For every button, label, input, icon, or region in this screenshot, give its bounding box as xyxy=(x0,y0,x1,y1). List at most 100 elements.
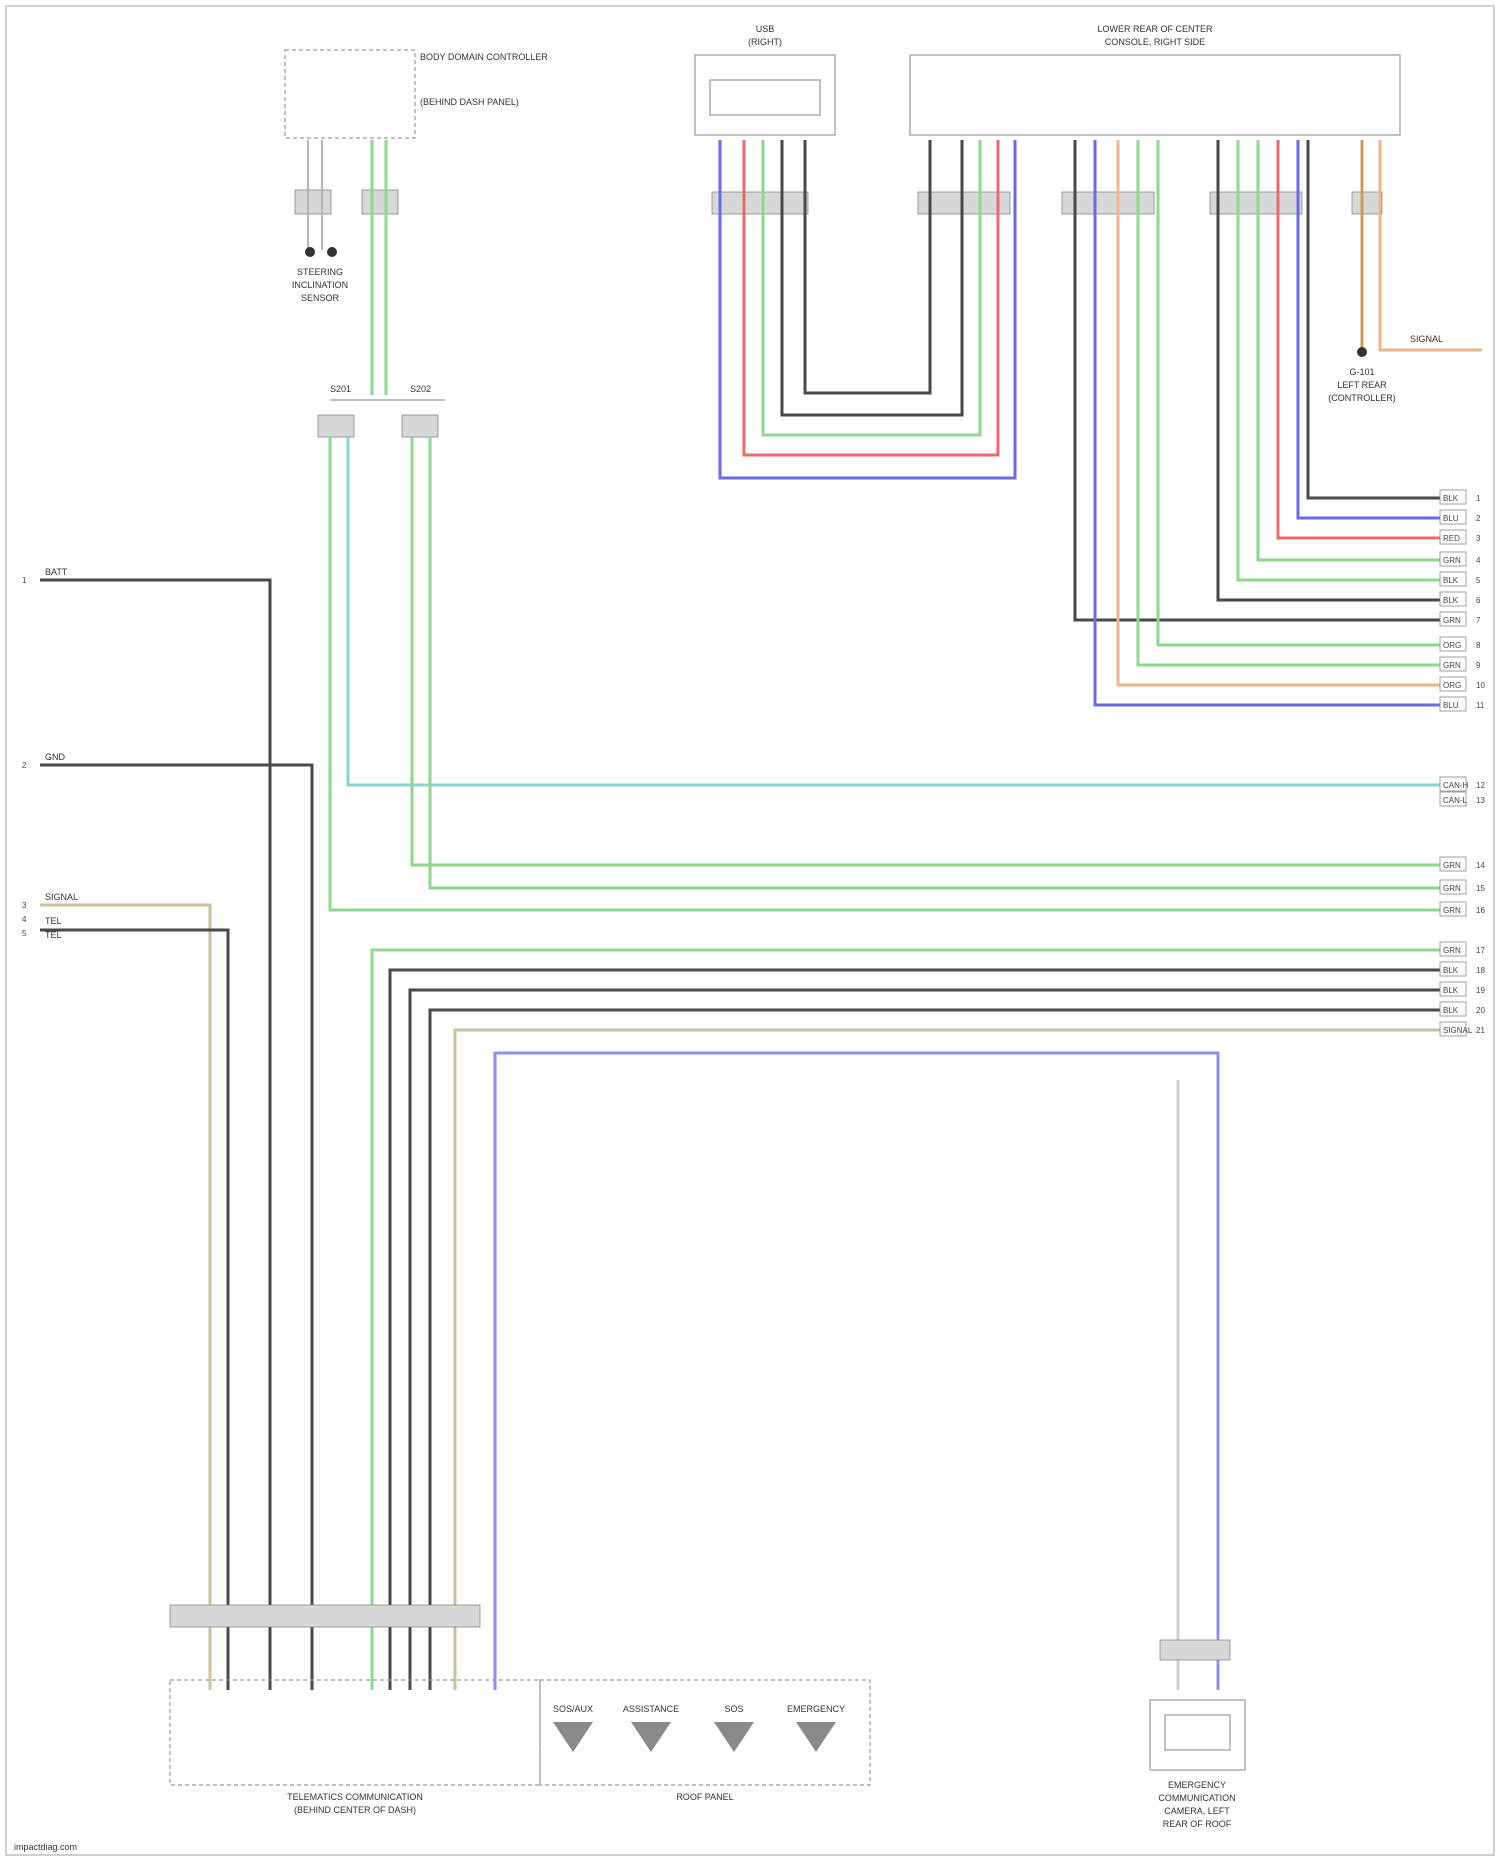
right-ref-label: CAN-H xyxy=(1443,781,1469,790)
right-ref-19: BLK 19 xyxy=(1440,982,1485,996)
right-ref-14: GRN 14 xyxy=(1440,857,1485,871)
usb-title: USB xyxy=(756,24,775,34)
right-ref-num: 7 xyxy=(1476,616,1481,625)
right-ref-num: 8 xyxy=(1476,641,1481,650)
roof-button-4[interactable]: EMERGENCY xyxy=(787,1704,845,1752)
steering-pin-dot-2 xyxy=(327,247,337,257)
radio-title: LOWER REAR OF CENTER xyxy=(1097,24,1213,34)
right-ref-num: 13 xyxy=(1476,796,1485,805)
right-ref-7: GRN 7 xyxy=(1440,612,1481,626)
ground-title: G-101 xyxy=(1349,367,1374,377)
right-ref-num: 15 xyxy=(1476,884,1485,893)
right-ref-5: BLK5 xyxy=(1440,572,1481,586)
ground-sub1: LEFT REAR xyxy=(1337,380,1387,390)
right-ref-13: CAN-L 13 xyxy=(1440,792,1485,806)
steering-sub2: SENSOR xyxy=(301,293,340,303)
roof-button-1[interactable]: SOS/AUX xyxy=(553,1704,593,1752)
right-ref-9: GRN 9 xyxy=(1440,657,1481,671)
left-ref-5-label: TEL xyxy=(45,930,62,940)
right-ref-21: SIGNAL21 xyxy=(1440,1022,1485,1036)
right-ref-label: BLK xyxy=(1443,966,1459,975)
right-ref-label: GRN xyxy=(1443,616,1461,625)
right-ref-label: CAN-L xyxy=(1443,796,1468,805)
right-ref-num: 21 xyxy=(1476,1026,1485,1035)
right-ref-num: 19 xyxy=(1476,986,1485,995)
signal-out-label: SIGNAL xyxy=(1410,334,1443,344)
right-ref-label: GRN xyxy=(1443,861,1461,870)
left-ref-1-num: 1 xyxy=(22,576,27,585)
radio-module: LOWER REAR OF CENTER CONSOLE, RIGHT SIDE xyxy=(910,24,1400,214)
roof-button-3[interactable]: SOS xyxy=(714,1704,754,1752)
left-ref-3-label: SIGNAL xyxy=(45,892,78,902)
right-ref-label: SIGNAL xyxy=(1443,1026,1473,1035)
roof-button-3-label: SOS xyxy=(724,1704,743,1714)
roof-button-2[interactable]: ASSISTANCE xyxy=(623,1704,679,1752)
right-ref-num: 20 xyxy=(1476,1006,1485,1015)
roof-panel-title: ROOF PANEL xyxy=(676,1792,733,1802)
right-ref-num: 14 xyxy=(1476,861,1485,870)
emergency-sub3: REAR OF ROOF xyxy=(1163,1819,1232,1829)
roof-button-1-label: SOS/AUX xyxy=(553,1704,593,1714)
right-ref-16: GRN 16 xyxy=(1440,902,1485,916)
emergency-title: EMERGENCY xyxy=(1168,1780,1226,1790)
ground-dot xyxy=(1357,347,1367,357)
telematics-title: TELEMATICS COMMUNICATION xyxy=(287,1792,423,1802)
right-ref-num: 2 xyxy=(1476,514,1481,523)
right-ref-num: 16 xyxy=(1476,906,1485,915)
right-ref-label: BLK xyxy=(1443,576,1459,585)
right-ref-label: BLK xyxy=(1443,986,1459,995)
right-ref-num: 11 xyxy=(1476,701,1485,710)
right-ref-label: GRN xyxy=(1443,661,1461,670)
right-ref-label: GRN xyxy=(1443,906,1461,915)
left-ref-3: 3 SIGNAL xyxy=(22,892,78,910)
right-ref-3: RED 3 xyxy=(1440,530,1481,544)
right-ref-18: BLK 18 xyxy=(1440,962,1485,976)
left-ref-3-num: 3 xyxy=(22,901,27,910)
roof-button-4-label: EMERGENCY xyxy=(787,1704,845,1714)
right-ref-num: 10 xyxy=(1476,681,1485,690)
left-ref-4-num: 4 xyxy=(22,915,27,924)
right-ref-label: BLK xyxy=(1443,596,1459,605)
left-ref-1-label: BATT xyxy=(45,567,68,577)
right-ref-num: 12 xyxy=(1476,781,1485,790)
left-ref-2-label: GND xyxy=(45,752,66,762)
splice-right-label: S202 xyxy=(410,384,431,394)
body-control-module: BODY DOMAIN CONTROLLER (BEHIND DASH PANE… xyxy=(285,50,548,214)
right-ref-label: ORG xyxy=(1443,641,1461,650)
steering-sub1: INCLINATION xyxy=(292,280,348,290)
left-ref-1: 1 BATT xyxy=(22,567,68,585)
telematics-module: TELEMATICS COMMUNICATION (BEHIND CENTER … xyxy=(170,1605,540,1815)
left-ref-5-num: 5 xyxy=(22,929,27,938)
ground-sub2: (CONTROLLER) xyxy=(1328,393,1396,403)
right-ref-label: GRN xyxy=(1443,946,1461,955)
splice-left-label: S201 xyxy=(330,384,351,394)
right-ref-num: 3 xyxy=(1476,534,1481,543)
body-control-title: BODY DOMAIN CONTROLLER xyxy=(420,52,548,62)
right-ref-num: 9 xyxy=(1476,661,1481,670)
steering-pin-dot-1 xyxy=(305,247,315,257)
right-ref-num: 18 xyxy=(1476,966,1485,975)
right-ref-12: CAN-H 12 xyxy=(1440,777,1485,791)
right-ref-num: 6 xyxy=(1476,596,1481,605)
left-ref-2: 2 GND xyxy=(22,752,66,770)
emergency-sub1: COMMUNICATION xyxy=(1158,1793,1235,1803)
right-ref-list: BLK1BLU2RED3GRN4BLK5BLK6GRN7ORG8GRN9ORG1… xyxy=(1440,490,1485,1036)
body-control-sub: (BEHIND DASH PANEL) xyxy=(420,97,519,107)
right-ref-2: BLU 2 xyxy=(1440,510,1481,524)
steering-title: STEERING xyxy=(297,267,343,277)
right-ref-label: BLK xyxy=(1443,494,1459,503)
right-ref-label: BLU xyxy=(1443,514,1459,523)
right-ref-label: RED xyxy=(1443,534,1460,543)
roof-button-2-label: ASSISTANCE xyxy=(623,1704,679,1714)
left-ref-2-num: 2 xyxy=(22,761,27,770)
left-ref-4: 4 TEL xyxy=(22,915,62,926)
telematics-sub: (BEHIND CENTER OF DASH) xyxy=(294,1805,416,1815)
right-ref-6: BLK 6 xyxy=(1440,592,1481,606)
